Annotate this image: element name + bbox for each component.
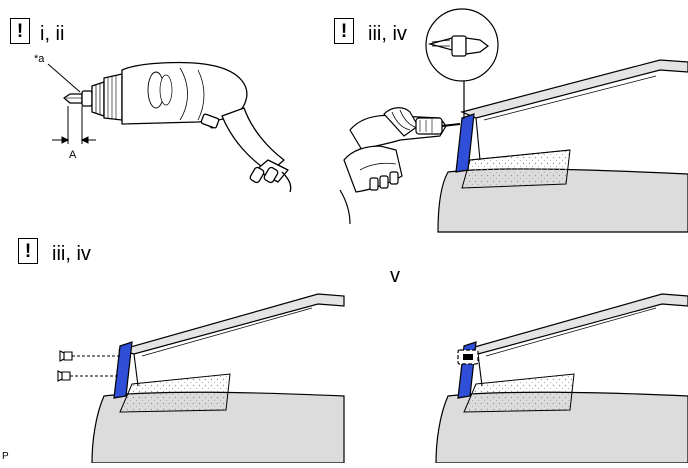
step-label-panel-1: i, ii (40, 23, 65, 45)
door-panel-install (435, 293, 688, 464)
drill-illustration (63, 61, 292, 193)
dimension-markers (47, 63, 96, 144)
caution-mark-panel-2: ! (334, 18, 354, 44)
caution-mark-panel-1: ! (10, 18, 30, 44)
door-panel-rivets (91, 293, 345, 464)
caution-mark-panel-3: ! (18, 238, 38, 264)
new-rivet-marker (457, 349, 479, 365)
figure-code: P (2, 451, 9, 462)
door-panel-top (437, 59, 688, 233)
dimension-label-a: A (69, 149, 77, 161)
step-label-panel-3: iii, iv (52, 243, 91, 265)
magnifier-callout (425, 8, 499, 119)
callout-label-a: *a (34, 53, 45, 65)
step-label-panel-2: iii, iv (368, 23, 407, 45)
removed-rivets (57, 350, 120, 382)
step-label-panel-4: v (390, 265, 400, 287)
hands-with-drill (339, 107, 461, 225)
